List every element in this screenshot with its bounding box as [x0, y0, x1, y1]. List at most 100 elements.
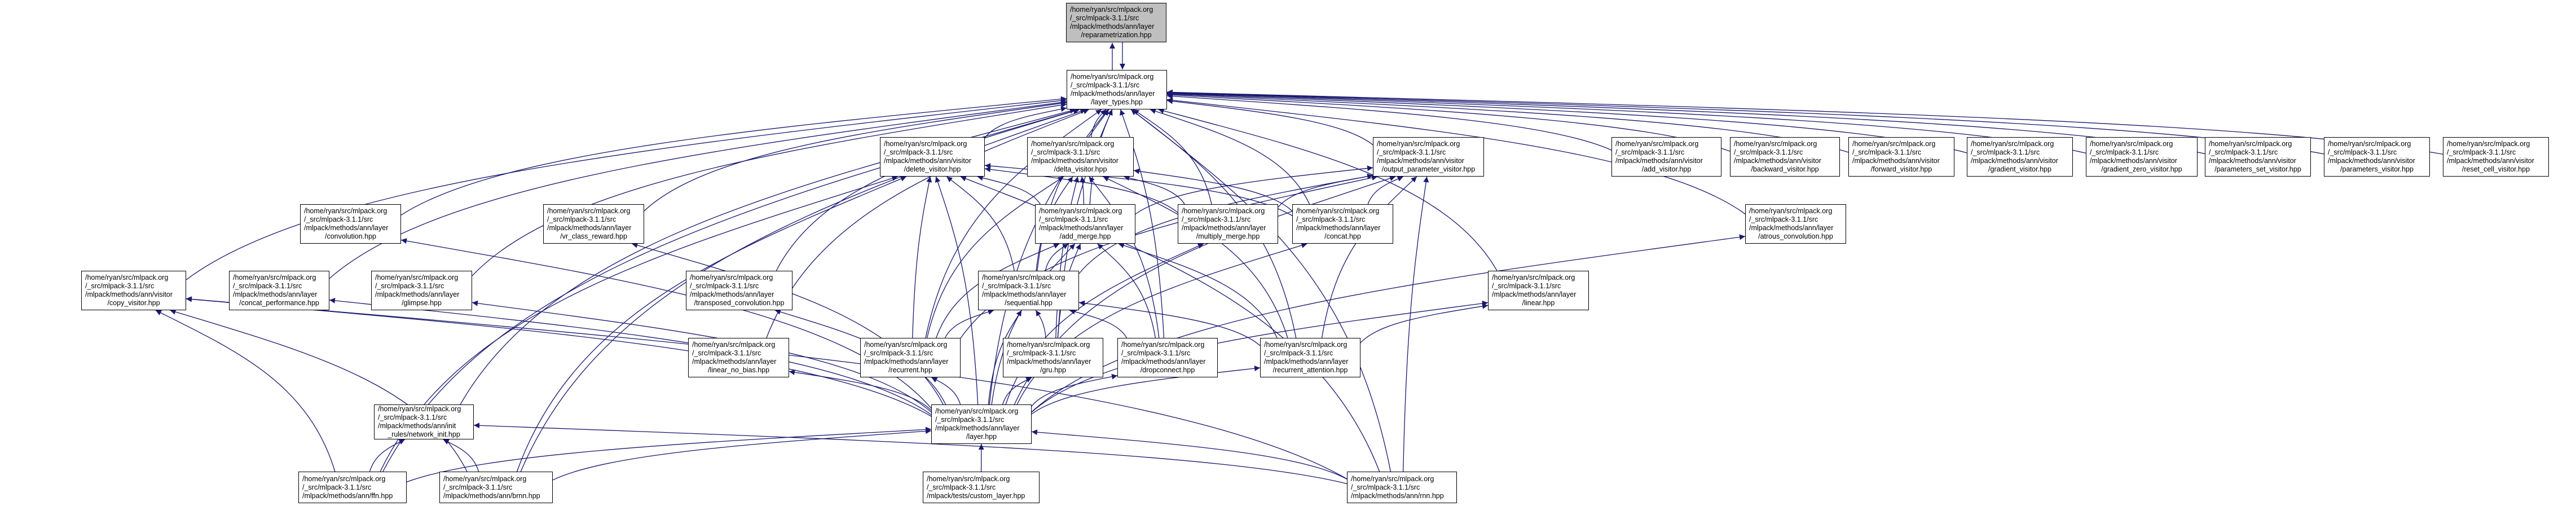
node-linear-no-bias[interactable]: /home/ryan/src/mlpack.org/_src/mlpack-3.… — [688, 338, 789, 377]
node-label-line: /_src/mlpack-3.1.1/src — [1264, 349, 1333, 357]
node-label-line: /vr_class_reward.hpp — [560, 232, 627, 240]
node-label-line: /dropconnect.hpp — [1140, 366, 1195, 374]
node-label-line: /_src/mlpack-3.1.1/src — [1615, 148, 1685, 156]
edge-layer-to-linear-no-bias — [789, 369, 932, 411]
edge-layer-to-delete-visitor — [935, 176, 979, 405]
edge-add-visitor-to-layer-types — [1166, 93, 1612, 151]
node-label-line: /parameters_set_visitor.hpp — [2214, 165, 2301, 173]
edge-rnn-to-network-init — [473, 423, 1348, 485]
edge-recurrent-attention-to-add-merge — [1118, 243, 1278, 338]
node-label-line: /reparametrization.hpp — [1081, 31, 1152, 39]
edge-add-merge-to-delete-visitor — [977, 175, 1041, 205]
node-label-line: /home/ryan/src/mlpack.org — [935, 407, 1019, 415]
node-label-line: /_src/mlpack-3.1.1/src — [982, 282, 1051, 290]
node-layer[interactable]: /home/ryan/src/mlpack.org/_src/mlpack-3.… — [931, 404, 1032, 444]
edge-dropconnect-to-add-merge — [1097, 243, 1156, 338]
node-label-line: /home/ryan/src/mlpack.org — [2090, 140, 2173, 148]
node-recurrent[interactable]: /home/ryan/src/mlpack.org/_src/mlpack-3.… — [860, 338, 961, 377]
node-label-line: /add_merge.hpp — [1059, 232, 1111, 240]
node-label-line: /home/ryan/src/mlpack.org — [884, 140, 967, 148]
node-label-line: /mlpack/methods/ann/layer — [690, 291, 774, 298]
node-sequential[interactable]: /home/ryan/src/mlpack.org/_src/mlpack-3.… — [978, 271, 1079, 310]
node-gradient-zero-visitor[interactable]: /home/ryan/src/mlpack.org/_src/mlpack-3.… — [2086, 137, 2198, 177]
node-reparametrization[interactable]: /home/ryan/src/mlpack.org/_src/mlpack-3.… — [1066, 3, 1166, 42]
node-label-line: /mlpack/methods/ann/layer — [864, 358, 949, 366]
node-gru[interactable]: /home/ryan/src/mlpack.org/_src/mlpack-3.… — [1003, 338, 1103, 377]
node-glimpse[interactable]: /home/ryan/src/mlpack.org/_src/mlpack-3.… — [371, 271, 472, 310]
node-label-line: /glimpse.hpp — [402, 299, 442, 307]
node-label-line: /home/ryan/src/mlpack.org — [1749, 207, 1833, 215]
node-delete-visitor[interactable]: /home/ryan/src/mlpack.org/_src/mlpack-3.… — [880, 137, 985, 177]
node-parameters-visitor[interactable]: /home/ryan/src/mlpack.org/_src/mlpack-3.… — [2324, 137, 2430, 177]
node-vr-class-reward[interactable]: /home/ryan/src/mlpack.org/_src/mlpack-3.… — [543, 204, 644, 244]
node-label-line: /mlpack/methods/ann/visitor — [2209, 157, 2296, 165]
node-add-visitor[interactable]: /home/ryan/src/mlpack.org/_src/mlpack-3.… — [1611, 137, 1721, 177]
node-label-line: /home/ryan/src/mlpack.org — [233, 274, 316, 281]
node-multiply-merge[interactable]: /home/ryan/src/mlpack.org/_src/mlpack-3.… — [1178, 204, 1278, 244]
node-label-line: /home/ryan/src/mlpack.org — [1492, 274, 1575, 281]
node-copy-visitor[interactable]: /home/ryan/src/mlpack.org/_src/mlpack-3.… — [81, 271, 186, 310]
edge-recurrent-to-sequential — [945, 309, 994, 338]
node-label-line: /backward_visitor.hpp — [1751, 165, 1819, 173]
edge-multiply-merge-to-layer-types — [1133, 109, 1212, 205]
node-label-line: /gru.hpp — [1040, 366, 1066, 374]
node-label-line: /multiply_merge.hpp — [1196, 232, 1260, 240]
node-label-line: /home/ryan/src/mlpack.org — [1734, 140, 1817, 148]
node-output-parameter-visitor[interactable]: /home/ryan/src/mlpack.org/_src/mlpack-3.… — [1373, 137, 1484, 177]
edge-layer-to-copy-visitor — [186, 296, 932, 417]
node-ffn[interactable]: /home/ryan/src/mlpack.org/_src/mlpack-3.… — [298, 472, 407, 503]
node-label-line: /_src/mlpack-3.1.1/src — [1749, 215, 1818, 223]
node-label-line: /_src/mlpack-3.1.1/src — [1852, 148, 1922, 156]
node-forward-visitor[interactable]: /home/ryan/src/mlpack.org/_src/mlpack-3.… — [1848, 137, 1954, 177]
node-label-line: /_src/mlpack-3.1.1/src — [375, 282, 444, 290]
node-linear[interactable]: /home/ryan/src/mlpack.org/_src/mlpack-3.… — [1488, 271, 1589, 310]
node-label-line: /mlpack/methods/ann/brnn.hpp — [443, 491, 540, 500]
node-label-line: /forward_visitor.hpp — [1870, 165, 1932, 173]
node-label-line: /_src/mlpack-3.1.1/src — [1031, 148, 1100, 156]
edge-linear-to-layer-types — [1158, 108, 1498, 271]
node-transposed-convolution[interactable]: /home/ryan/src/mlpack.org/_src/mlpack-3.… — [686, 271, 792, 310]
node-convolution[interactable]: /home/ryan/src/mlpack.org/_src/mlpack-3.… — [300, 204, 401, 244]
node-brnn[interactable]: /home/ryan/src/mlpack.org/_src/mlpack-3.… — [439, 472, 553, 503]
node-label-line: /mlpack/methods/ann/visitor — [1615, 157, 1703, 165]
edge-glimpse-to-layer-types — [472, 102, 1067, 276]
node-label-line: /concat_performance.hpp — [239, 299, 319, 307]
node-label-line: /home/ryan/src/mlpack.org — [1070, 6, 1153, 14]
node-label-line: /mlpack/methods/ann/visitor — [884, 157, 971, 165]
node-label-line: /linear_no_bias.hpp — [707, 366, 770, 374]
edge-atrous-convolution-to-layer-types — [1166, 97, 1746, 214]
node-custom-layer[interactable]: /home/ryan/src/mlpack.org/_src/mlpack-3.… — [923, 472, 1040, 503]
node-layer-types[interactable]: /home/ryan/src/mlpack.org/_src/mlpack-3.… — [1067, 70, 1167, 109]
node-label-line: /_src/mlpack-3.1.1/src — [378, 413, 447, 421]
node-network-init[interactable]: /home/ryan/src/mlpack.org/_src/mlpack-3.… — [374, 404, 474, 439]
node-reset-cell-visitor[interactable]: /home/ryan/src/mlpack.org/_src/mlpack-3.… — [2443, 137, 2549, 177]
node-label-line: /_src/mlpack-3.1.1/src — [1182, 215, 1251, 223]
edge-recurrent-attention-to-delta-visitor — [1103, 176, 1288, 338]
node-label-line: /add_visitor.hpp — [1641, 165, 1692, 173]
edge-layer-to-recurrent — [931, 377, 961, 405]
node-delta-visitor[interactable]: /home/ryan/src/mlpack.org/_src/mlpack-3.… — [1027, 137, 1134, 177]
node-label-line: /mlpack/methods/ann/layer — [692, 358, 777, 366]
node-rnn[interactable]: /home/ryan/src/mlpack.org/_src/mlpack-3.… — [1347, 472, 1457, 503]
node-label-line: /mlpack/methods/ann/layer — [1039, 224, 1124, 232]
node-recurrent-attention[interactable]: /home/ryan/src/mlpack.org/_src/mlpack-3.… — [1260, 338, 1360, 377]
node-concat[interactable]: /home/ryan/src/mlpack.org/_src/mlpack-3.… — [1292, 204, 1393, 244]
edge-recurrent-to-layer-types — [925, 109, 1102, 338]
node-backward-visitor[interactable]: /home/ryan/src/mlpack.org/_src/mlpack-3.… — [1730, 137, 1840, 177]
node-parameters-set-visitor[interactable]: /home/ryan/src/mlpack.org/_src/mlpack-3.… — [2205, 137, 2311, 177]
node-label-line: /_src/mlpack-3.1.1/src — [690, 282, 759, 290]
node-label-line: /mlpack/methods/ann/layer — [304, 224, 389, 232]
node-add-merge[interactable]: /home/ryan/src/mlpack.org/_src/mlpack-3.… — [1035, 204, 1135, 244]
node-dropconnect[interactable]: /home/ryan/src/mlpack.org/_src/mlpack-3.… — [1117, 338, 1218, 377]
node-label-line: /home/ryan/src/mlpack.org — [864, 341, 948, 349]
node-gradient-visitor[interactable]: /home/ryan/src/mlpack.org/_src/mlpack-3.… — [1967, 137, 2073, 177]
node-label-line: /_src/mlpack-3.1.1/src — [927, 483, 996, 491]
node-label-line: /_src/mlpack-3.1.1/src — [2209, 148, 2278, 156]
node-label-line: /_src/mlpack-3.1.1/src — [1351, 483, 1420, 491]
node-label-line: /home/ryan/src/mlpack.org — [1007, 341, 1090, 349]
node-atrous-convolution[interactable]: /home/ryan/src/mlpack.org/_src/mlpack-3.… — [1745, 204, 1846, 244]
node-label-line: /home/ryan/src/mlpack.org — [1971, 140, 2054, 148]
node-concat-performance[interactable]: /home/ryan/src/mlpack.org/_src/mlpack-3.… — [229, 271, 329, 310]
edge-rnn-to-copy-visitor — [186, 296, 1348, 479]
